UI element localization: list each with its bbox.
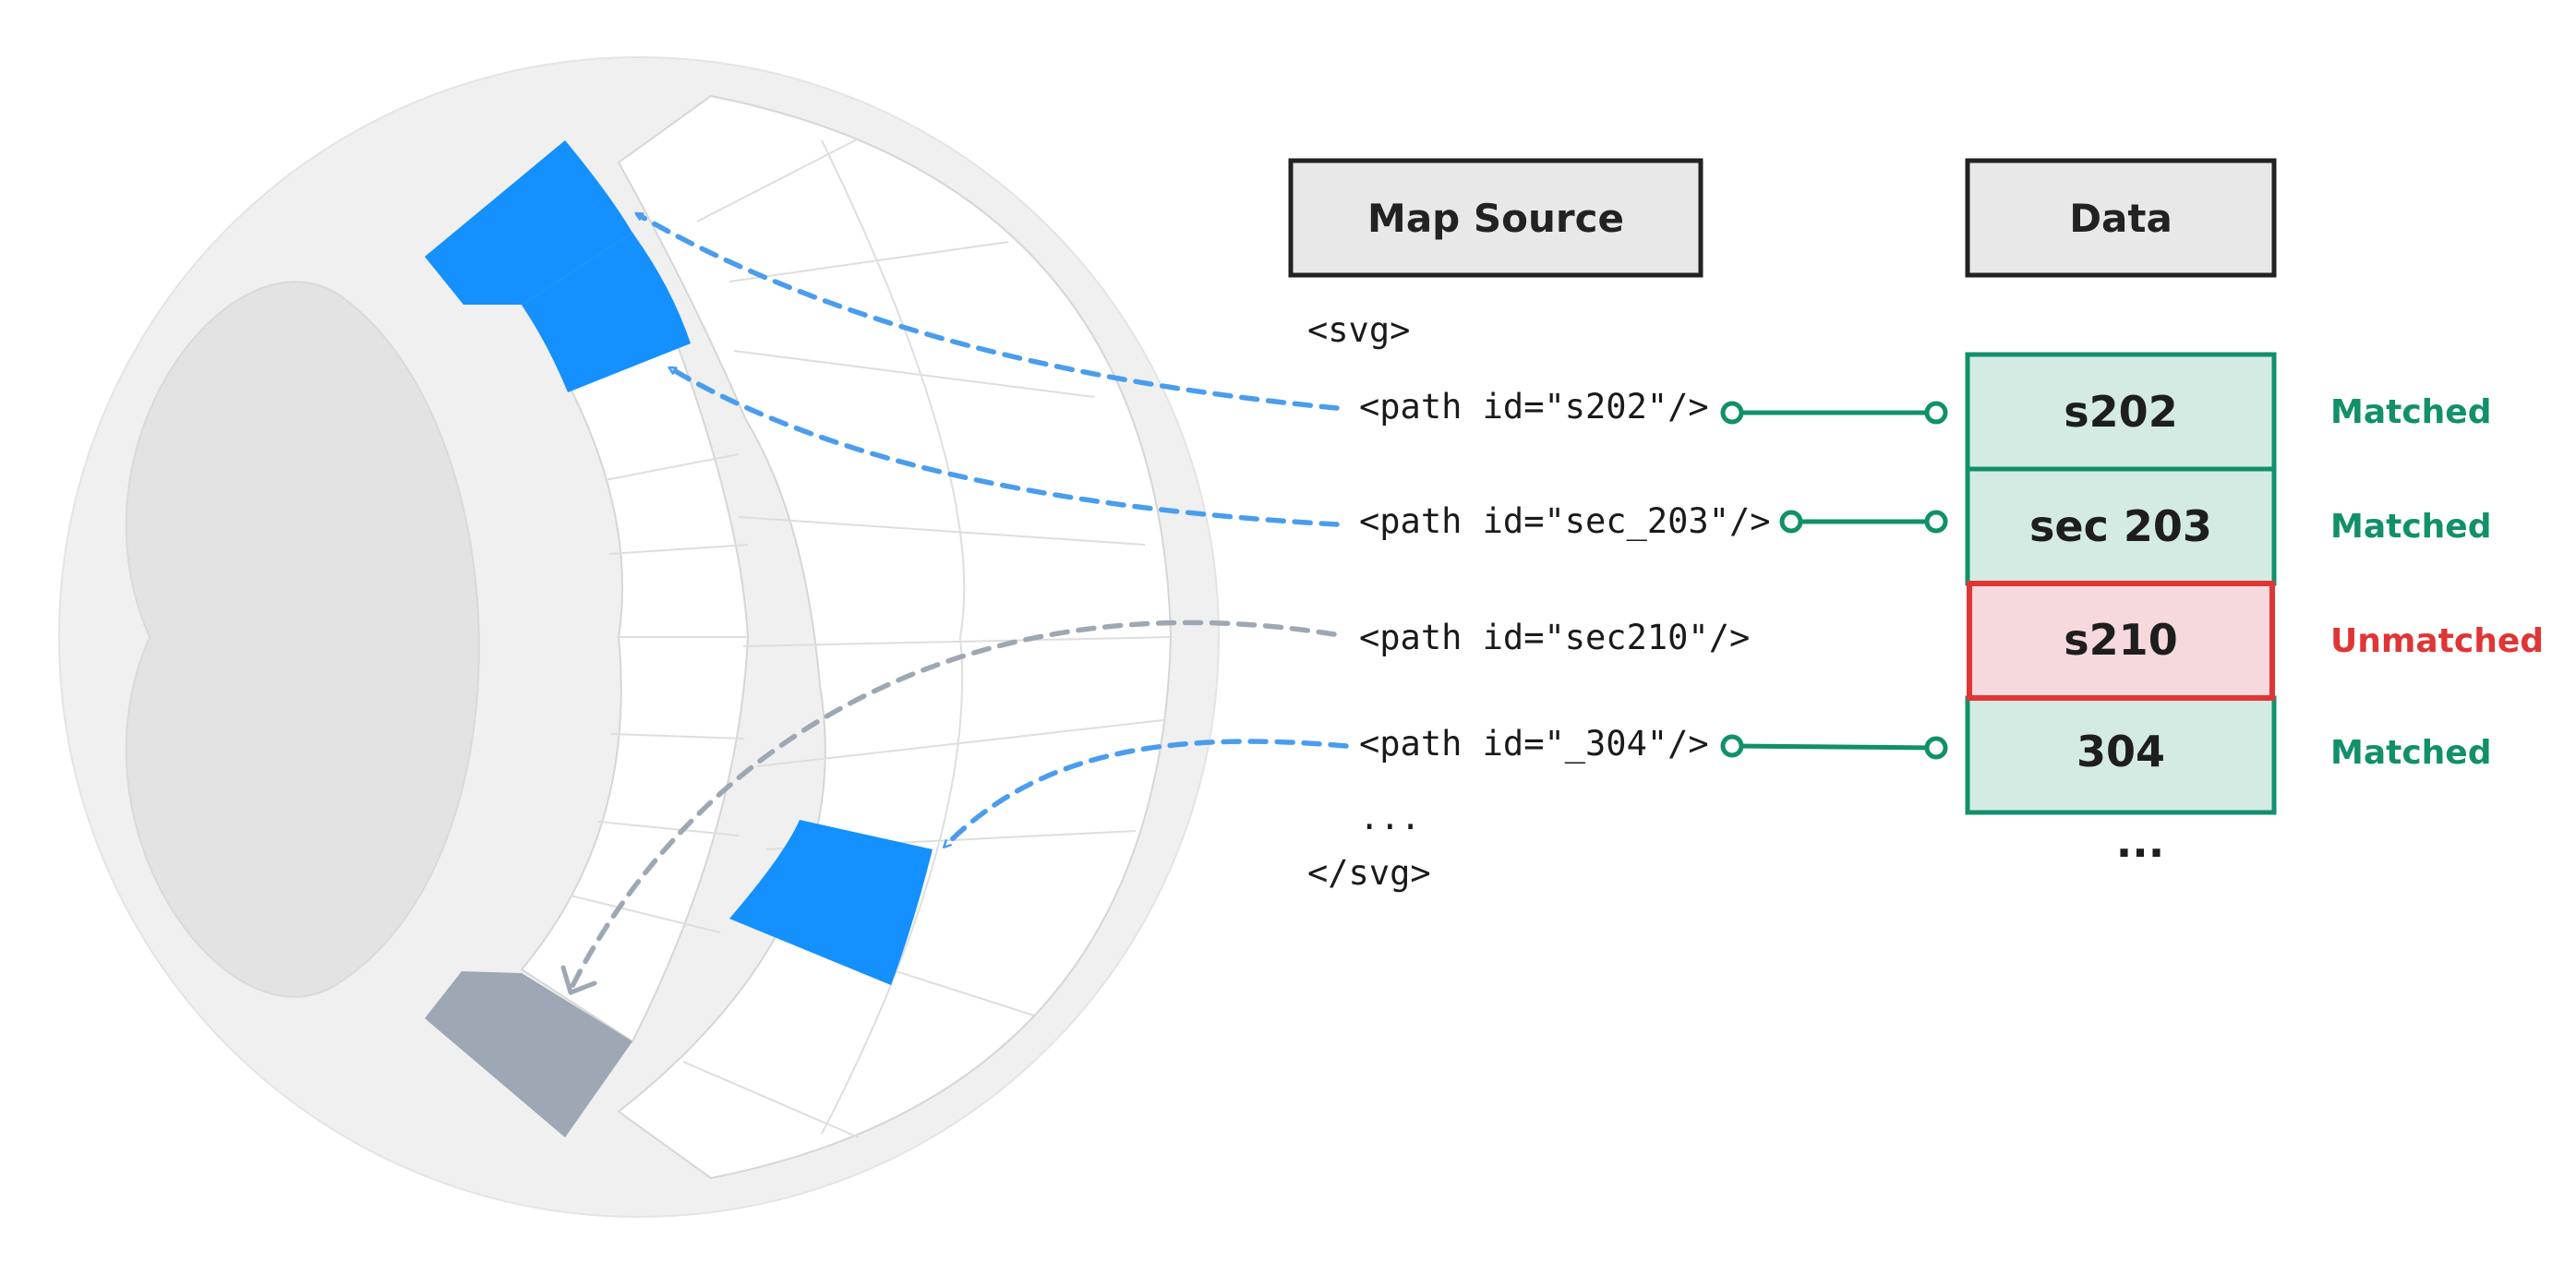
code-line-sec203: <path id="sec_203"/> xyxy=(1359,501,1771,542)
data-ellipsis: ... xyxy=(2116,817,2164,867)
code-line-s202: <path id="s202"/> xyxy=(1359,387,1709,427)
data-table: s202 sec 203 304 s210 ... xyxy=(1965,352,2277,867)
data-header-box xyxy=(1965,158,2277,278)
pointer-sec210 xyxy=(570,619,1337,989)
data-header-label: Data xyxy=(2069,196,2173,241)
connector-304 xyxy=(1731,743,1937,751)
pointer-sec203 xyxy=(672,369,1340,527)
pointer-s202 xyxy=(639,215,1340,411)
stadium-map xyxy=(58,56,1220,1218)
connector-sec203-start-dot xyxy=(1779,510,1803,534)
code-listing: <svg> <path id="s202"/> <path id="sec_20… xyxy=(1307,310,1771,893)
upper-tier-sections xyxy=(617,94,1173,1180)
data-row-304 xyxy=(1965,695,2277,815)
status-labels: Matched Matched Unmatched Matched xyxy=(2330,393,2544,772)
data-cell-s210: s210 xyxy=(2064,615,2177,665)
status-304: Matched xyxy=(2330,734,2491,772)
section-sec203-highlight xyxy=(522,233,691,392)
connector-304-end-dot xyxy=(1924,736,1948,760)
data-cell-sec203: sec 203 xyxy=(2029,501,2212,551)
code-svg-open-tag: <svg> xyxy=(1307,310,1410,350)
pointer-sec210-arrowhead xyxy=(560,965,597,995)
data-cell-304: 304 xyxy=(2076,727,2165,776)
connector-s202-end-dot xyxy=(1924,401,1948,425)
pointer-s304 xyxy=(946,739,1349,845)
status-s202: Matched xyxy=(2330,393,2491,431)
code-ellipsis: ... xyxy=(1359,798,1421,837)
map-source-header: Map Source xyxy=(1288,158,1703,278)
code-line-sec210: <path id="sec210"/> xyxy=(1359,618,1750,657)
data-cell-s202: s202 xyxy=(2064,387,2177,437)
match-connectors xyxy=(1720,401,1948,760)
section-grid-lines xyxy=(570,138,1172,1138)
section-s202-highlight xyxy=(425,140,632,305)
data-header: Data xyxy=(1965,158,2277,278)
data-row-s210 xyxy=(1967,581,2275,701)
status-s210: Unmatched xyxy=(2330,622,2544,660)
connector-s202-start-dot xyxy=(1720,401,1744,425)
status-sec203: Matched xyxy=(2330,508,2491,546)
pointer-arrows xyxy=(560,215,1349,995)
section-s304-highlight xyxy=(729,820,933,985)
code-svg-close-tag: </svg> xyxy=(1307,853,1431,893)
code-line-304: <path id="_304"/> xyxy=(1359,724,1709,764)
map-source-header-box xyxy=(1288,158,1703,278)
stadium-field xyxy=(125,281,480,998)
connector-304-start-dot xyxy=(1720,734,1744,758)
data-row-sec203 xyxy=(1965,466,2277,586)
data-row-s202 xyxy=(1965,352,2277,472)
section-s210-unmatched xyxy=(425,971,632,1137)
connector-sec203-end-dot xyxy=(1924,510,1948,534)
map-source-header-label: Map Source xyxy=(1367,196,1624,241)
